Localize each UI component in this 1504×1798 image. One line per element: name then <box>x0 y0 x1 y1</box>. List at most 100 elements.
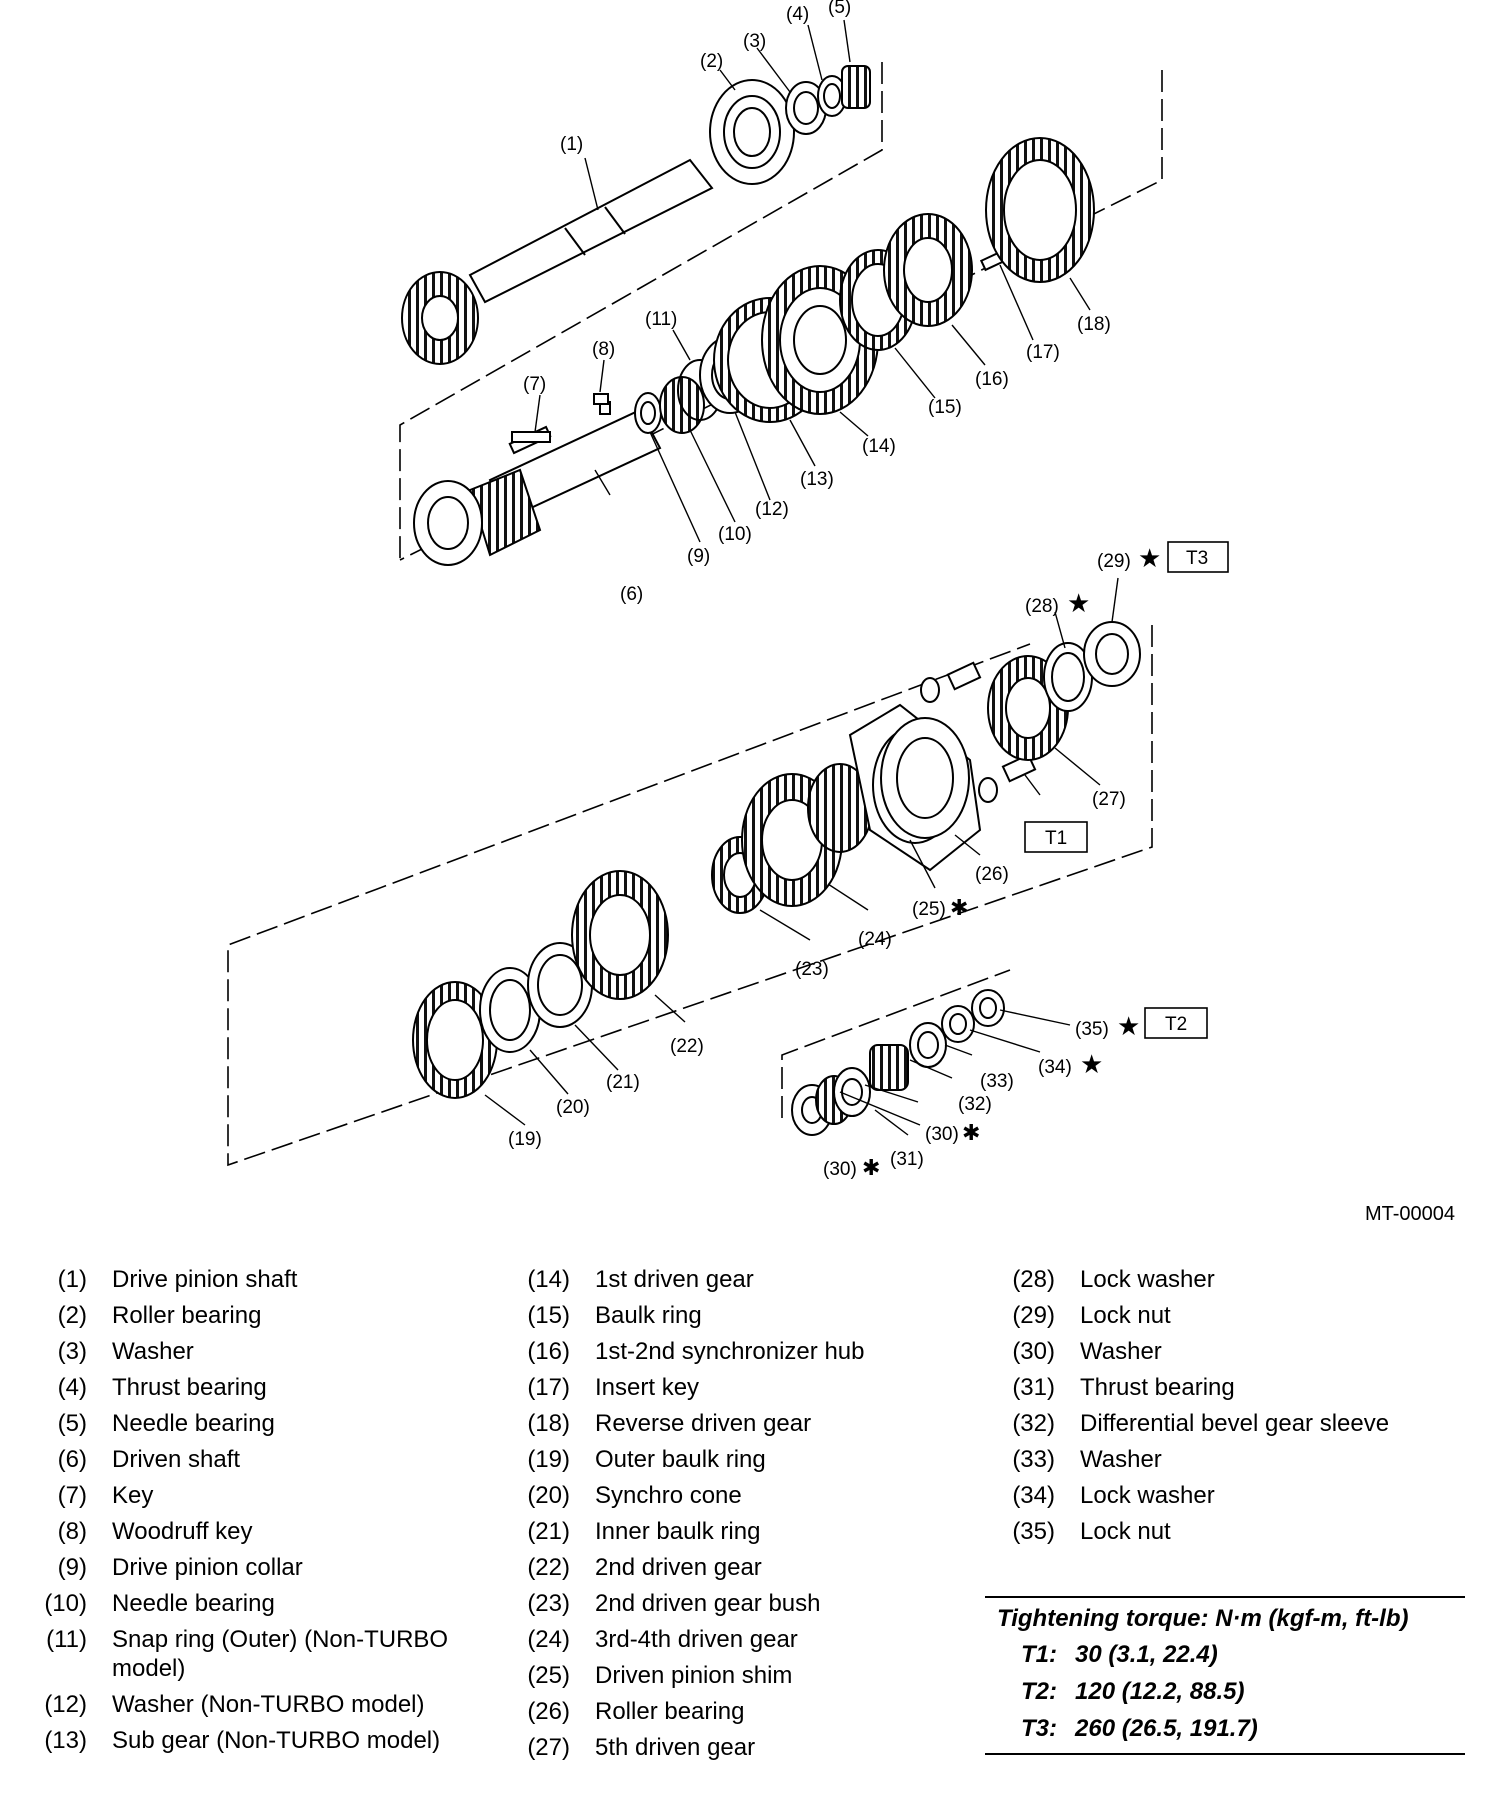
callout-35: (35) <box>1075 1019 1109 1040</box>
part-name: Insert key <box>595 1374 700 1401</box>
torque-row: T2: 120 (12.2, 88.5) <box>985 1673 1465 1710</box>
callout-23: (23) <box>795 959 829 980</box>
torque-value: 30 (3.1, 22.4) <box>1075 1641 1218 1668</box>
parts-list-item: (21)Inner baulk ring <box>518 1517 988 1546</box>
callout-4: (4) <box>786 4 809 25</box>
parts-list-column-2: (14)1st driven gear (15)Baulk ring (16)1st… <box>518 1265 988 1769</box>
callout-9: (9) <box>687 546 710 567</box>
part-number: (32) <box>1012 1410 1055 1437</box>
part-name: Lock nut <box>1080 1302 1171 1329</box>
part-number: (20) <box>527 1482 570 1509</box>
callout-30-lower: (30) <box>823 1159 857 1180</box>
part-name: Key <box>112 1482 154 1509</box>
callout-25: (25) <box>912 899 946 920</box>
parts-list-item: (16)1st-2nd synchronizer hub <box>518 1337 988 1366</box>
callout-13: (13) <box>800 469 834 490</box>
parts-list-item: (3)Washer <box>35 1337 505 1366</box>
part-name: Outer baulk ring <box>595 1446 766 1473</box>
parts-list-item: (35) Lock nut <box>1003 1517 1473 1546</box>
part-name: Needle bearing <box>112 1590 275 1617</box>
parts-list-item: (5)Needle bearing <box>35 1409 505 1438</box>
callout-28: (28) <box>1025 596 1059 617</box>
callout-5: (5) <box>828 0 851 18</box>
group-frame-differential <box>781 969 1011 1118</box>
parts-list-item: (15)Baulk ring <box>518 1301 988 1330</box>
part-number: (12) <box>44 1691 87 1718</box>
roller-bearing-upper <box>709 79 795 185</box>
part-name: Driven shaft <box>112 1446 241 1473</box>
torque-row: T1: 30 (3.1, 22.4) <box>985 1636 1465 1673</box>
part-number: (26) <box>527 1698 570 1725</box>
part-name: Differential bevel gear sleeve <box>1080 1410 1390 1437</box>
part-number: (11) <box>46 1626 87 1653</box>
part-name: Driven pinion shim <box>595 1662 793 1689</box>
part-number: (9) <box>57 1554 87 1581</box>
woodruff-key-8 <box>593 393 609 405</box>
parts-list-item: (12) Washer (Non-TURBO model) <box>35 1690 505 1719</box>
part-number: (6) <box>57 1446 87 1473</box>
part-name: 3rd-4th driven gear <box>595 1626 798 1653</box>
torque-box-t3: T3 <box>1167 541 1229 573</box>
parts-list-column-3: (28)Lock washer(29)Lock nut(30)Washer(31… <box>1003 1265 1473 1553</box>
part-number: (35) <box>1012 1518 1055 1545</box>
torque-key: T1: <box>1021 1641 1057 1668</box>
callout-19: (19) <box>508 1129 542 1150</box>
callout-31: (31) <box>890 1149 924 1170</box>
second-driven-gear <box>571 870 669 1000</box>
part-name: Thrust bearing <box>112 1374 267 1401</box>
parts-list-item: (2)Roller bearing <box>35 1301 505 1330</box>
callout-30-upper: (30) <box>925 1124 959 1145</box>
drive-pinion-collar-9 <box>634 392 662 434</box>
markers: ✱ ✱ ✱ ★ ★ ★ ★ <box>862 543 1161 1180</box>
part-name: Drive pinion shaft <box>112 1266 298 1293</box>
star-icon: ★ <box>1117 1011 1140 1041</box>
torque-box-t2: T2 <box>1144 1007 1208 1039</box>
part-name: Woodruff key <box>112 1518 253 1545</box>
parts-list-item: (18)Reverse driven gear <box>518 1409 988 1438</box>
parts-list-item: (8) Woodruff key <box>35 1517 505 1546</box>
part-name: Sub gear (Non-TURBO model) <box>112 1727 441 1754</box>
callout-34: (34) <box>1038 1057 1072 1078</box>
part-name: Lock nut <box>1080 1518 1171 1545</box>
part-number: (18) <box>527 1410 570 1437</box>
part-number: (5) <box>57 1410 87 1437</box>
callout-33: (33) <box>980 1071 1014 1092</box>
part-number: (15) <box>527 1302 570 1329</box>
callout-2: (2) <box>700 51 723 72</box>
lock-nut-29 <box>1083 621 1141 687</box>
parts-list-item: (32) Differential bevel gear sleeve <box>1003 1409 1473 1438</box>
part-name: Lock washer <box>1080 1266 1215 1293</box>
part-name: Drive pinion collar <box>112 1554 303 1581</box>
callout-20: (20) <box>556 1097 590 1118</box>
key-7 <box>511 431 551 443</box>
parts-list-item: (23)2nd driven gear bush <box>518 1589 988 1618</box>
callout-labels: (1) (2) (3) (4) (5) (6) (7) (8) (9) (10)… <box>508 0 1131 1180</box>
parts-list-item: (27)5th driven gear <box>518 1733 988 1762</box>
part-number: (8) <box>57 1518 87 1545</box>
asterisk-icon: ✱ <box>862 1155 880 1180</box>
torque-key: T3: <box>1021 1715 1057 1742</box>
third-fourth-driven-gear <box>741 763 873 907</box>
torque-value: 120 (12.2, 88.5) <box>1075 1678 1245 1705</box>
parts-list-item: (26) Roller bearing <box>518 1697 988 1726</box>
parts-list-item: (14)1st driven gear <box>518 1265 988 1294</box>
svg-text:T2: T2 <box>1165 1014 1187 1035</box>
star-icon: ★ <box>1067 588 1090 618</box>
torque-box-t1: T1 <box>1024 821 1088 853</box>
star-icon: ★ <box>1138 543 1161 573</box>
part-number: (21) <box>527 1518 570 1545</box>
part-name: Synchro cone <box>595 1482 742 1509</box>
part-number: (19) <box>527 1446 570 1473</box>
part-number: (13) <box>44 1727 87 1754</box>
part-name: Roller bearing <box>595 1698 745 1725</box>
callout-15: (15) <box>928 397 962 418</box>
part-name: 5th driven gear <box>595 1734 756 1761</box>
callout-32: (32) <box>958 1094 992 1115</box>
exploded-drive-shaft-diagram: (1) (2) (3) (4) (5) (6) (7) (8) (9) (10)… <box>227 0 1229 1180</box>
part-number: (31) <box>1012 1374 1055 1401</box>
callout-22: (22) <box>670 1036 704 1057</box>
callout-18: (18) <box>1077 314 1111 335</box>
torque-key: T2: <box>1021 1678 1057 1705</box>
part-name: Washer (Non-TURBO model) <box>112 1691 425 1718</box>
callout-1: (1) <box>560 134 583 155</box>
